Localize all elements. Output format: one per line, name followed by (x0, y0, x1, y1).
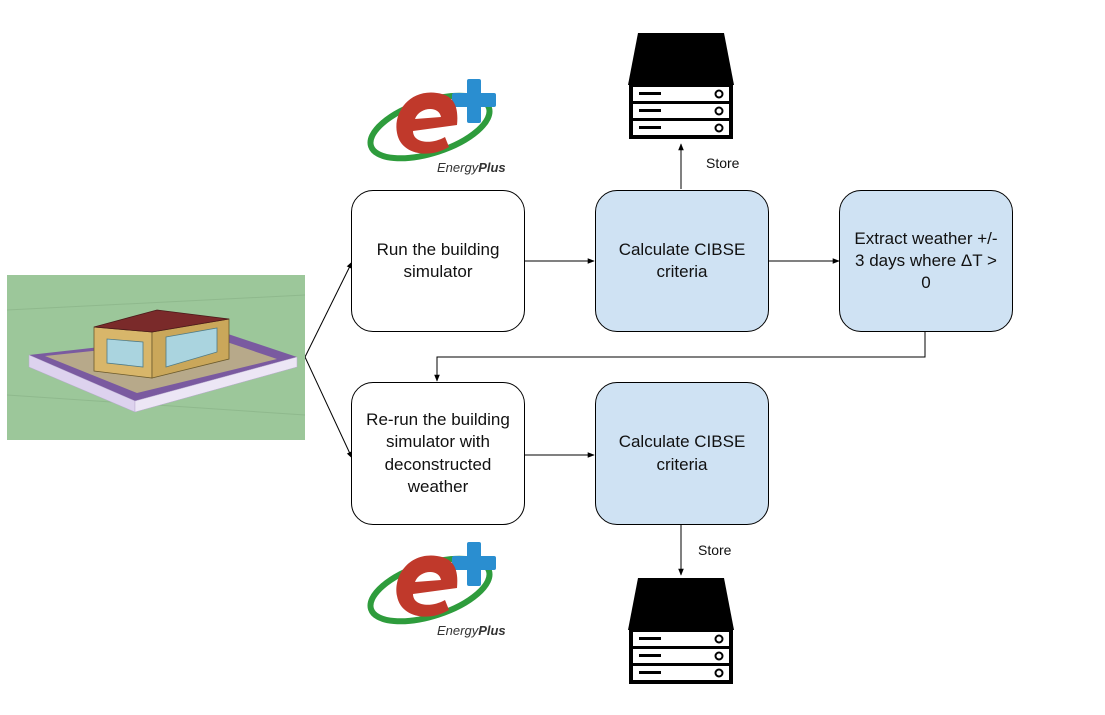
rerun-building-simulator-box: Re-run the building simulator with decon… (351, 382, 525, 525)
run-building-simulator-box: Run the building simulator (351, 190, 525, 332)
server-storage-icon-top (628, 33, 734, 139)
extract-weather-label: Extract weather +/- 3 days where ΔT > 0 (854, 228, 998, 293)
calculate-cibse-criteria-box-1: Calculate CIBSE criteria (595, 190, 769, 332)
energyplus-logo-top: EnergyPlus (367, 79, 505, 175)
edge-scene-to-run (304, 261, 353, 358)
building-model-image (7, 275, 305, 440)
server-storage-icon-bottom (628, 578, 734, 684)
energyplus-logo-bottom: EnergyPlus (367, 542, 505, 638)
run-building-simulator-label: Run the building simulator (376, 239, 500, 281)
extract-weather-box: Extract weather +/- 3 days where ΔT > 0 (839, 190, 1013, 332)
calculate-cibse-criteria-label-2: Calculate CIBSE criteria (618, 432, 746, 474)
edge-scene-to-rerun (304, 356, 353, 459)
calculate-cibse-criteria-label-1: Calculate CIBSE criteria (618, 239, 746, 281)
store-label-bottom: Store (698, 542, 732, 558)
energyplus-logo-bottom-wordmark: EnergyPlus (437, 623, 505, 638)
edge-extract-to-rerun (434, 332, 926, 382)
rerun-building-simulator-label: Re-run the building simulator with decon… (366, 410, 510, 496)
calculate-cibse-criteria-box-2: Calculate CIBSE criteria (595, 382, 769, 525)
store-label-top: Store (706, 155, 740, 171)
energyplus-logo-top-wordmark: EnergyPlus (437, 160, 505, 175)
